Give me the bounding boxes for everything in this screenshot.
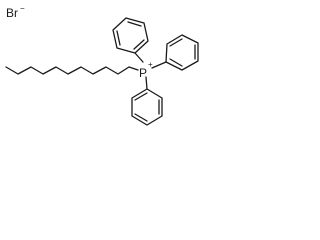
bond-p-to-upper-left-phenyl xyxy=(134,52,144,63)
structural-formula: Br − P + xyxy=(5,4,199,126)
bond-chain-to-p xyxy=(128,66,139,71)
phosphorus-charge: + xyxy=(148,60,153,69)
bond-p-to-right-phenyl xyxy=(151,61,167,69)
bromide-charge: − xyxy=(20,4,25,13)
bond-p-to-lower-phenyl xyxy=(145,76,148,90)
phenyl-ring-lower xyxy=(131,88,163,126)
phosphorus-symbol: P xyxy=(139,66,147,80)
bromide-ion: Br − xyxy=(6,4,25,20)
phosphonium-center: P + xyxy=(139,60,153,80)
phenyl-ring-right xyxy=(165,34,199,71)
nonyl-chain xyxy=(5,66,130,75)
bromide-symbol: Br xyxy=(6,6,18,20)
phenyl-ring-upper-left xyxy=(112,17,149,54)
